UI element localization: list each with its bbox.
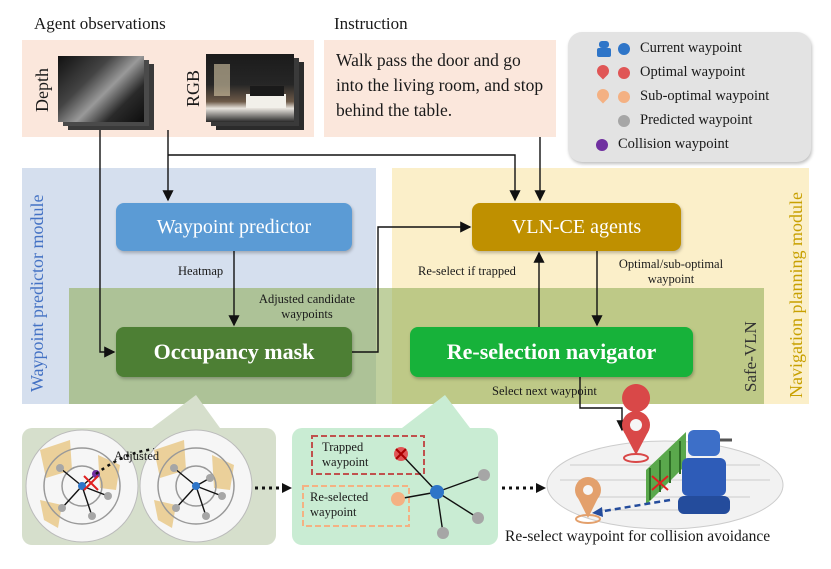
reselection-graph — [302, 435, 490, 539]
legend-item-predicted: Predicted waypoint — [618, 112, 752, 129]
legend-label-predicted: Predicted waypoint — [640, 112, 753, 128]
collision-waypoint-dot — [596, 138, 608, 151]
legend-label-optimal: Optimal waypoint — [640, 64, 746, 80]
legend-label-current: Current waypoint — [640, 40, 742, 56]
suboptimal-waypoint-dot — [618, 90, 630, 103]
trapped-waypoint-label: Trapped waypoint — [322, 440, 369, 469]
vln-ce-agents-box: VLN-CE agents — [472, 203, 681, 251]
robot-icon — [596, 40, 612, 57]
predicted-waypoint-dot — [618, 114, 630, 127]
rgb-image — [206, 54, 294, 122]
legend-label-suboptimal: Sub-optimal waypoint — [640, 88, 770, 104]
optimal-waypoint-dot — [618, 66, 630, 79]
legend-item-collision: Collision waypoint — [596, 136, 729, 153]
legend-label-collision: Collision waypoint — [618, 136, 729, 152]
adjusted-label: Adjusted — [114, 449, 160, 463]
collision-avoidance-caption: Re-select waypoint for collision avoidan… — [505, 528, 771, 545]
legend-item-current: Current waypoint — [596, 40, 742, 57]
instruction-panel — [324, 40, 556, 137]
adjusted-candidate-label: Adjusted candidate waypoints — [258, 292, 356, 321]
occupancy-mask-box: Occupancy mask — [116, 327, 352, 377]
occupancy-map-after — [139, 429, 253, 543]
observations-title: Agent observations — [34, 14, 166, 33]
robot-scene — [546, 384, 784, 530]
reselected-waypoint-label: Re-selected waypoint — [310, 490, 369, 519]
current-waypoint-dot — [618, 42, 630, 55]
legend-item-suboptimal: Sub-optimal waypoint — [594, 86, 770, 105]
reselect-if-trapped-label: Re-select if trapped — [418, 264, 516, 278]
instruction-title: Instruction — [334, 14, 408, 33]
heatmap-label: Heatmap — [178, 264, 224, 278]
depth-image — [58, 56, 144, 122]
optimal-suboptimal-label: Optimal/sub-optimal waypoint — [618, 257, 724, 286]
waypoint-predictor-box: Waypoint predictor — [116, 203, 352, 251]
reselection-navigator-box: Re-selection navigator — [410, 327, 693, 377]
select-next-label: Select next waypoint — [492, 384, 597, 398]
occupancy-map-before — [25, 429, 139, 543]
instruction-text: Walk pass the door and go into the livin… — [336, 50, 544, 120]
legend: Current waypoint Optimal waypoint Sub-op… — [568, 32, 811, 162]
legend-item-optimal: Optimal waypoint — [594, 62, 746, 81]
